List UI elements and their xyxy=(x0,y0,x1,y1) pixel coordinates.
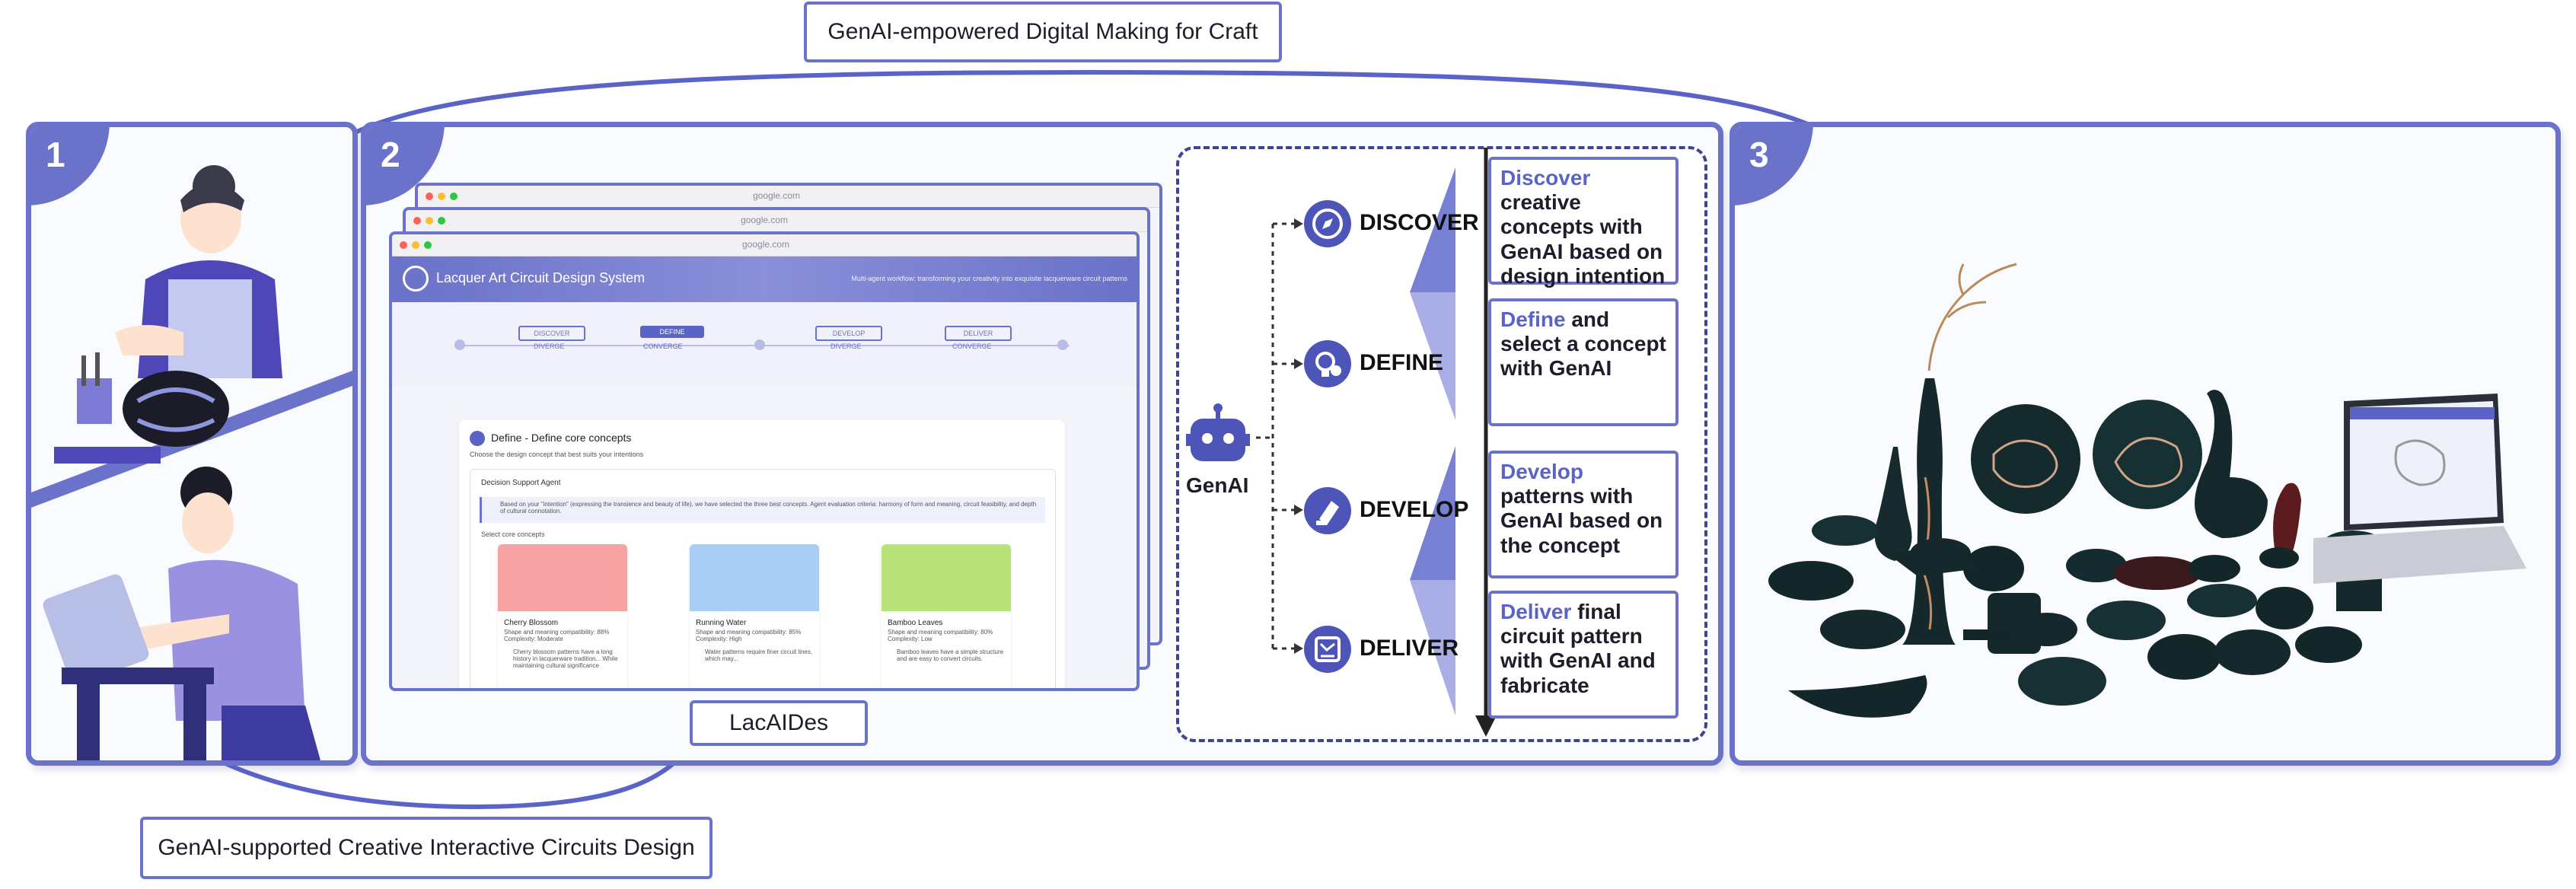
lacquerware-photo xyxy=(1768,263,2527,718)
concept-card-water[interactable]: Running Water Shape and meaning compatib… xyxy=(690,544,819,688)
step-develop[interactable]: DEVELOP xyxy=(815,326,882,341)
concept-card-bamboo[interactable]: Bamboo Leaves Shape and meaning compatib… xyxy=(882,544,1011,688)
stage-stepper: DISCOVER DIVERGE DEFINE CONVERGE DEVELOP… xyxy=(392,303,1137,387)
concept-swatch xyxy=(498,544,627,611)
section-title: Define - Define core concepts xyxy=(491,432,632,444)
step-deliver[interactable]: DELIVER xyxy=(945,326,1012,341)
app-title: Lacquer Art Circuit Design System xyxy=(436,270,646,285)
select-label: Select core concepts xyxy=(481,531,545,538)
url-text: google.com xyxy=(753,190,801,201)
step-define[interactable]: DEFINE xyxy=(640,326,704,338)
panel-1: 1 xyxy=(26,122,358,766)
step-develop-state: DIVERGE xyxy=(831,343,862,350)
step-discover[interactable]: DISCOVER xyxy=(518,326,585,341)
concept-name: Bamboo Leaves xyxy=(888,619,943,627)
section-subtitle: Choose the design concept that best suit… xyxy=(470,451,644,458)
genai-label: GenAI xyxy=(1186,473,1249,497)
bottom-label: GenAI-supported Creative Interactive Cir… xyxy=(140,817,713,879)
url-text[interactable]: google.com xyxy=(742,239,790,250)
robot-icon xyxy=(1186,403,1250,461)
agent-note: Based on your "intention" (expressing th… xyxy=(480,497,1045,523)
step-deliver-state: CONVERGE xyxy=(952,343,992,350)
define-icon xyxy=(470,431,485,446)
stage-develop-label: DEVELOP xyxy=(1360,497,1469,522)
concept-swatch xyxy=(882,544,1011,611)
concept-name: Running Water xyxy=(696,619,747,627)
tool-label: LacAIDes xyxy=(690,700,868,746)
browser-window: google.com Lacquer Art Circuit Design Sy… xyxy=(389,231,1140,691)
stage-deliver-label: DELIVER xyxy=(1360,636,1459,661)
top-label: GenAI-empowered Digital Making for Craft xyxy=(804,2,1282,62)
define-card: Define - Define core concepts Choose the… xyxy=(459,420,1065,688)
app-subtitle: Multi-agent workflow: transforming your … xyxy=(851,275,1127,282)
panel-3: 3 xyxy=(1730,122,2561,766)
browser-toolbar: google.com xyxy=(392,234,1137,257)
minimize-dot[interactable] xyxy=(412,241,419,249)
concept-swatch xyxy=(690,544,819,611)
url-text: google.com xyxy=(741,215,789,225)
agent-title: Decision Support Agent xyxy=(481,479,561,487)
concept-card-cherry[interactable]: Cherry Blossom Shape and meaning compati… xyxy=(498,544,627,688)
pen-tool-icon xyxy=(1304,487,1351,534)
circuit-board-icon xyxy=(1304,626,1351,673)
step-discover-state: DIVERGE xyxy=(534,343,565,350)
stage-discover-label: DISCOVER xyxy=(1360,210,1479,235)
app-logo-icon xyxy=(403,266,429,292)
maximize-dot[interactable] xyxy=(424,241,432,249)
lightbulb-gear-icon xyxy=(1304,340,1351,387)
step-define-state: CONVERGE xyxy=(643,343,683,350)
deliver-description: Deliver final circuit pattern with GenAI… xyxy=(1488,591,1679,719)
agent-panel: Decision Support Agent Based on your "in… xyxy=(470,469,1056,688)
stage-define-label: DEFINE xyxy=(1360,350,1444,375)
define-description: Define and select a concept with GenAI xyxy=(1488,298,1679,426)
compass-icon xyxy=(1304,200,1351,247)
develop-description: Develop patterns with GenAI based on the… xyxy=(1488,451,1679,578)
concept-name: Cherry Blossom xyxy=(504,619,559,627)
app-header: Lacquer Art Circuit Design System Multi-… xyxy=(392,257,1137,302)
discover-description: Discover creative concepts with GenAI ba… xyxy=(1488,157,1679,288)
artisan-illustration xyxy=(31,165,352,760)
close-dot[interactable] xyxy=(400,241,407,249)
